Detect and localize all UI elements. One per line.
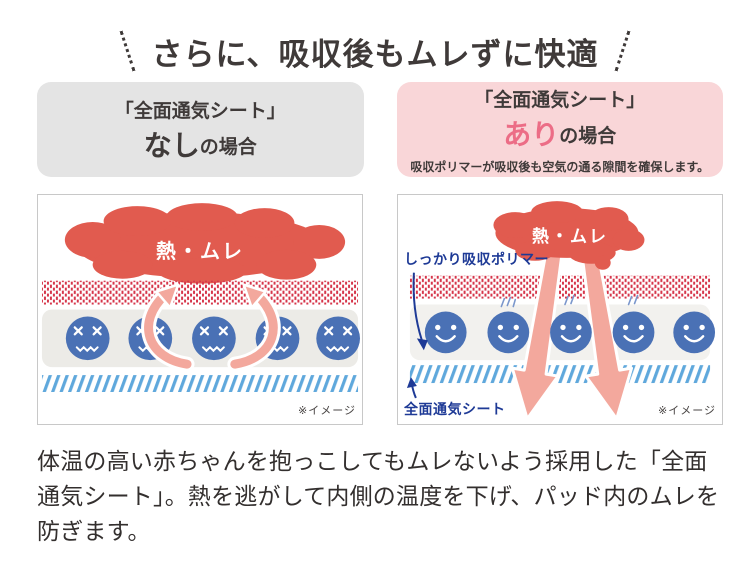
- heat-blob-icon: [493, 201, 645, 270]
- image-disclaimer: ※イメージ: [298, 405, 356, 417]
- sad-polymer-face-icon: [190, 315, 237, 362]
- happy-polymer-face-icon: [672, 310, 717, 355]
- card-without-sheet: 「全面通気シート」 なしの場合: [37, 82, 364, 177]
- page-title: さらに、吸収後もムレずに快適: [151, 36, 599, 72]
- illustration-panels: 熱・ムレ ※イメージ: [37, 194, 723, 425]
- with-suffix: の場合: [559, 125, 617, 147]
- description-text: 体温の高い赤ちゃんを抱っこしてもムレないよう採用した「全面通気シート」。熱を逃が…: [37, 448, 720, 544]
- heat-trapped-arrows-icon: [141, 283, 281, 372]
- without-sheet-illustration: [41, 203, 362, 392]
- heat-label: 熱・ムレ: [532, 227, 608, 246]
- happy-polymer-face-icon: [548, 310, 594, 355]
- without-suffix: の場合: [199, 136, 257, 158]
- sad-polymer-face-icon: [315, 315, 362, 362]
- card-without-case-line: なしの場合: [144, 124, 257, 164]
- sad-polymer-face-icon: [64, 315, 111, 362]
- topsheet-dotted-band: [41, 280, 359, 305]
- heat-blob-icon: [64, 203, 346, 284]
- with-emphasis: あり: [503, 118, 560, 150]
- polymer-pointer-arrow-icon: [412, 272, 428, 351]
- absorbent-polymer-label: しっかり吸収ポリマー: [404, 251, 549, 267]
- happy-polymer-face-icon: [486, 310, 531, 355]
- card-with-case-line: ありの場合: [503, 113, 616, 153]
- panel-with-sheet: 熱・ムレ しっかり吸収ポリマー 全面通気シート ※イメージ: [397, 194, 723, 425]
- comparison-cards: 「全面通気シート」 なしの場合 「全面通気シート」 ありの場合 吸収ポリマーが吸…: [37, 82, 723, 177]
- sheet-pointer-arrow-icon: [406, 377, 417, 399]
- with-sheet-illustration: [406, 201, 717, 421]
- backsheet-striped-band: [41, 375, 359, 392]
- card-with-sheet-name: 「全面通気シート」: [474, 89, 646, 111]
- left-slash-decoration-icon: [120, 30, 136, 72]
- airflow-sheet-label: 全面通気シート: [404, 401, 506, 417]
- headline-row: さらに、吸収後もムレずに快適: [0, 0, 750, 72]
- heat-escaping-arrows-icon: [510, 250, 634, 421]
- without-emphasis: なし: [143, 129, 200, 161]
- airflow-sheet-striped-band: [409, 365, 711, 384]
- happy-polymer-face-icon: [423, 310, 468, 355]
- panel-without-sheet: 熱・ムレ ※イメージ: [37, 194, 363, 425]
- topsheet-dotted-band: [409, 275, 711, 299]
- breeze-marks-icon: [500, 294, 639, 308]
- card-with-sheet: 「全面通気シート」 ありの場合 吸収ポリマーが吸収後も空気の通る隙間を確保します…: [396, 82, 723, 177]
- card-without-sheet-name: 「全面通気シート」: [114, 100, 286, 122]
- right-slash-decoration-icon: [614, 30, 630, 72]
- happy-polymer-face-icon: [611, 310, 656, 355]
- card-with-note: 吸収ポリマーが吸収後も空気の通る隙間を確保します。: [410, 159, 710, 174]
- heat-label: 熱・ムレ: [156, 241, 244, 263]
- image-disclaimer: ※イメージ: [658, 405, 716, 417]
